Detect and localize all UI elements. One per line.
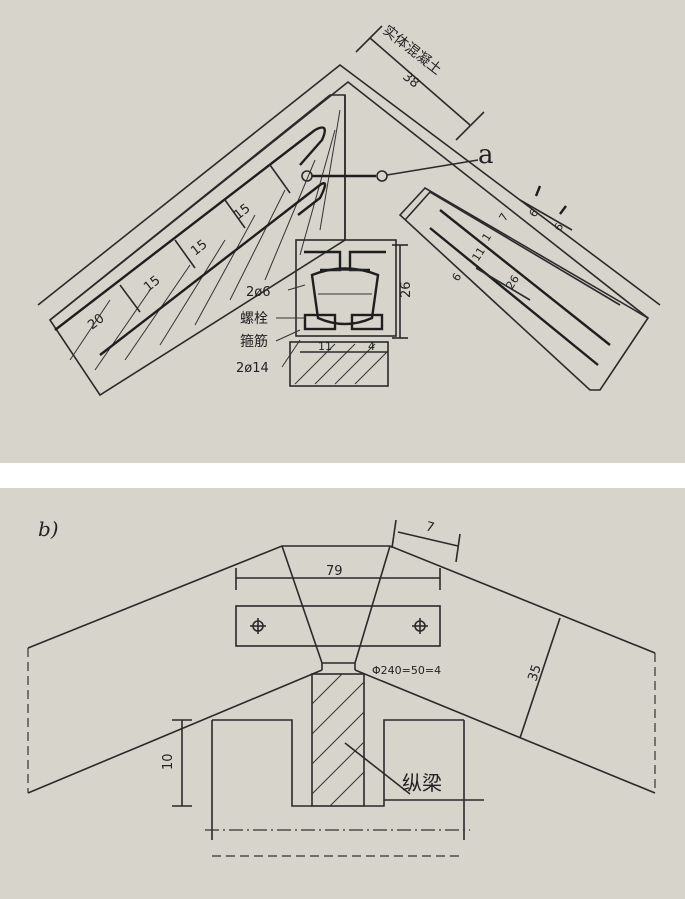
leader-to-a: [386, 159, 479, 176]
panel-b-drawing: b) 7 79 Φ240=50=4 35: [27, 517, 656, 857]
section-dim-5: 11: [470, 245, 488, 264]
pedestal: [289, 341, 389, 387]
right-dim-line-b: [475, 267, 531, 301]
top-small-dim-line: [397, 531, 459, 547]
side-dim-value: 35: [526, 663, 545, 683]
beam-leader: [344, 742, 411, 795]
joint-assembly: [295, 239, 397, 337]
section-dim-3: 7: [497, 211, 512, 224]
top-small-dim-value: 7: [424, 519, 436, 536]
right-slab: [398, 186, 650, 391]
panel-a-drawing: 20 15 15 15 a 实体混凝土 38 26 11 4 2ø6 螺栓 箍筋: [37, 23, 661, 397]
diagram-panel-a: 20 15 15 15 a 实体混凝土 38 26 11 4 2ø6 螺栓 箍筋: [0, 0, 685, 463]
longitudinal-beam: [311, 673, 365, 807]
spacing-label-1: 20: [85, 311, 107, 333]
top-dim-value: 38: [400, 69, 422, 91]
rebar-label-3: 箍筋: [240, 333, 268, 350]
height-dim-value: 10: [161, 753, 176, 770]
spacing-label-2: 15: [141, 273, 163, 295]
spacing-label-4: 15: [231, 201, 253, 223]
section-dim-6: 26: [504, 273, 522, 292]
side-dim-line: [519, 617, 561, 739]
bottom-dim-left: 11: [318, 340, 332, 353]
detail-label-a: a: [478, 140, 494, 170]
bottom-dim-right: 4: [368, 340, 375, 353]
bolt-hole-left: [250, 618, 266, 634]
right-slab-flange: [404, 190, 621, 306]
diagram-panel-b: b) 7 79 Φ240=50=4 35: [0, 488, 685, 899]
bolt-plate: [235, 605, 441, 647]
rebar-label-4: 2ø14: [236, 361, 269, 376]
rebar-lower: [99, 184, 321, 356]
stirrup-marks: [119, 164, 291, 313]
top-dim-tick-end: [455, 111, 485, 141]
support-frame: [212, 719, 464, 807]
roof-outer-edge: [37, 63, 661, 306]
beam-hatch: [311, 673, 365, 807]
pedestal-hatch: [294, 343, 389, 385]
width-dim-value: 79: [326, 564, 343, 579]
panel-b-label: b): [38, 517, 59, 541]
right-slab-rebar-1: [439, 209, 611, 346]
left-slab-hatch: [69, 109, 341, 371]
beam-label: 纵梁: [402, 771, 442, 795]
rebar-hook-lower: [297, 181, 327, 216]
rebar-leaders: [275, 284, 306, 368]
right-slab-rebar-2: [429, 227, 599, 366]
spacing-label-3: 15: [188, 237, 210, 259]
right-slab-bottom: [354, 669, 656, 794]
height-dim-value: 26: [399, 281, 414, 298]
top-dim-tick-start: [355, 25, 383, 53]
roof-top-edge: [27, 545, 656, 654]
top-dim-line: [369, 37, 471, 126]
rebar-label-2: 螺栓: [240, 311, 268, 327]
right-dim-arrows: [534, 185, 567, 215]
rebar-upper: [54, 129, 316, 331]
bolt-head-right: [376, 170, 388, 182]
rebar-label-1: 2ø6: [246, 285, 271, 300]
left-slab-bottom: [27, 669, 323, 794]
concrete-label: 实体混凝土: [380, 23, 445, 79]
plate-spec: Φ240=50=4: [372, 664, 441, 677]
roof-inner-edge: [49, 80, 649, 321]
bolt-hole-right: [412, 618, 428, 634]
rebar-hook-upper: [299, 126, 326, 166]
right-dim-line-a: [519, 199, 573, 231]
